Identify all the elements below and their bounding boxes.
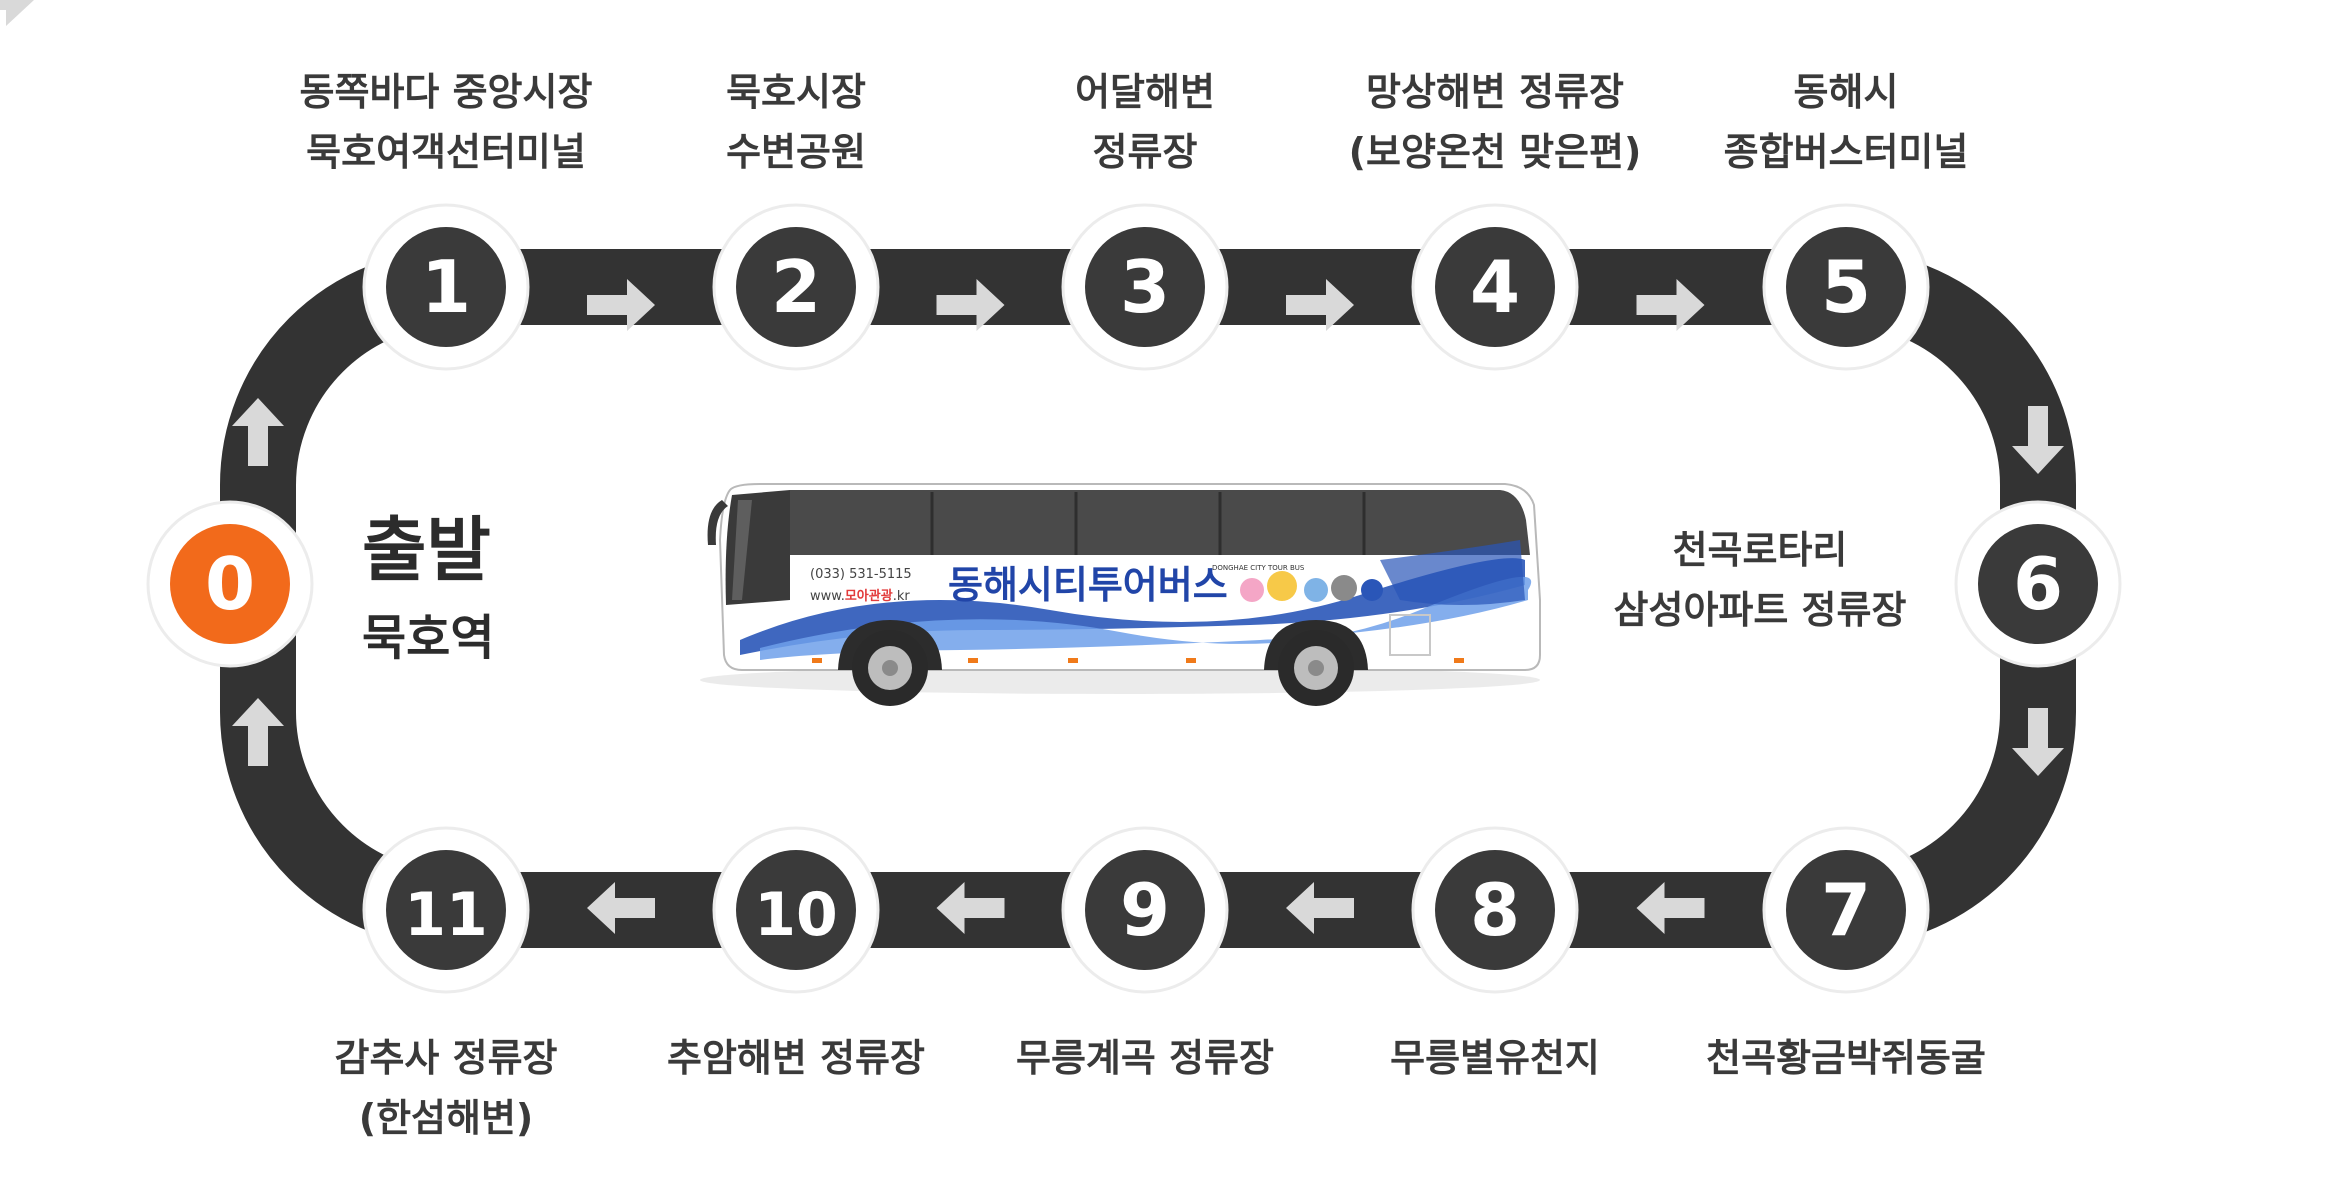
stop-number: 1 — [421, 245, 471, 329]
stop-badge-6: 6 — [1954, 500, 2122, 668]
arrow-icon — [1636, 882, 1705, 934]
stop-number: 5 — [1821, 245, 1871, 329]
bus-website: www.모아관광.kr — [810, 588, 910, 604]
stop-label-line: 천곡로타리 — [1672, 528, 1848, 572]
start-badge: 0 — [146, 500, 314, 668]
stop-label-line: 천곡황금박쥐동굴 — [1706, 1036, 1986, 1080]
stop-label-line: 어달해변 — [1075, 70, 1215, 114]
stop-badges: 0 1 2 3 4 5 6 7 8 9 10 11 — [146, 203, 2122, 994]
arrow-icon — [232, 398, 284, 466]
stop-number: 3 — [1120, 245, 1170, 329]
stop-label-line: 삼성아파트 정류장 — [1613, 588, 1907, 632]
arrow-icon — [587, 279, 655, 331]
arrow-icon — [1286, 279, 1354, 331]
arrow-icon — [2012, 406, 2064, 474]
arrow-icon — [2012, 708, 2064, 776]
stop-badge-2: 2 — [712, 203, 880, 371]
stop-badge-8: 8 — [1411, 826, 1579, 994]
stop-number: 9 — [1120, 868, 1170, 952]
bus-phone: (033) 531-5115 — [810, 567, 912, 582]
stop-badge-3: 3 — [1061, 203, 1229, 371]
stop-number: 10 — [754, 880, 838, 950]
stop-number: 4 — [1470, 245, 1520, 329]
stop-label-line: (한섬해변) — [358, 1096, 534, 1140]
start-station: 묵호역 — [362, 610, 495, 666]
stop-label-line: 정류장 — [1092, 130, 1198, 174]
stop-number: 0 — [205, 542, 255, 626]
arrow-icon — [587, 882, 655, 934]
stop-badge-10: 10 — [712, 826, 880, 994]
arrow-icon — [936, 882, 1005, 934]
stop-label-line: 수변공원 — [726, 130, 866, 174]
stop-number: 2 — [771, 245, 821, 329]
stop-label-line: 동해시 — [1793, 70, 1899, 114]
stop-label-8: 무릉별유천지 — [1305, 1028, 1685, 1088]
stop-badge-1: 1 — [362, 203, 530, 371]
stop-label-line: 종합버스터미널 — [1723, 130, 1969, 174]
stop-number: 7 — [1821, 868, 1871, 952]
stop-badge-7: 7 — [1762, 826, 1930, 994]
stop-label-11: 감추사 정류장 (한섬해변) — [256, 1028, 636, 1148]
arrow-icon — [936, 279, 1005, 331]
stop-label-line: 묵호여객선터미널 — [306, 130, 586, 174]
stop-badge-4: 4 — [1411, 203, 1579, 371]
stop-badge-9: 9 — [1061, 826, 1229, 994]
direction-arrows — [0, 0, 2064, 934]
arrow-icon — [232, 698, 284, 766]
start-title: 출발 — [362, 509, 491, 591]
stop-label-10: 추암해변 정류장 — [606, 1028, 986, 1088]
stop-label-line: 묵호시장 — [726, 70, 866, 114]
stop-label-line: (보양온천 맞은편) — [1348, 130, 1642, 174]
tour-bus-illustration: (033) 531-5115 www.모아관광.kr 동해시티투어버스 DONG… — [700, 483, 1541, 706]
stop-number: 6 — [2013, 542, 2063, 626]
stop-label-line: 감추사 정류장 — [334, 1036, 558, 1080]
stop-number: 11 — [404, 880, 488, 950]
stop-label-7: 천곡황금박쥐동굴 — [1656, 1028, 2036, 1088]
stop-label-line: 무릉계곡 정류장 — [1016, 1036, 1274, 1080]
stop-number: 8 — [1470, 868, 1520, 952]
bus-name-en: DONGHAE CITY TOUR BUS — [1212, 564, 1305, 572]
arrow-icon — [1636, 279, 1705, 331]
stop-label-line: 무릉별유천지 — [1390, 1036, 1600, 1080]
stop-label-line: 추암해변 정류장 — [667, 1036, 925, 1080]
stop-label-line: 동쪽바다 중앙시장 — [299, 70, 593, 114]
stop-label-line: 망상해변 정류장 — [1366, 70, 1624, 114]
stop-label-9: 무릉계곡 정류장 — [955, 1028, 1335, 1088]
bus-name: 동해시티투어버스 — [948, 563, 1228, 607]
stop-badge-5: 5 — [1762, 203, 1930, 371]
arrow-icon — [1286, 882, 1354, 934]
arrow-icon — [0, 0, 34, 26]
stop-label-4: 망상해변 정류장 (보양온천 맞은편) — [1305, 62, 1685, 182]
stop-badge-11: 11 — [362, 826, 530, 994]
